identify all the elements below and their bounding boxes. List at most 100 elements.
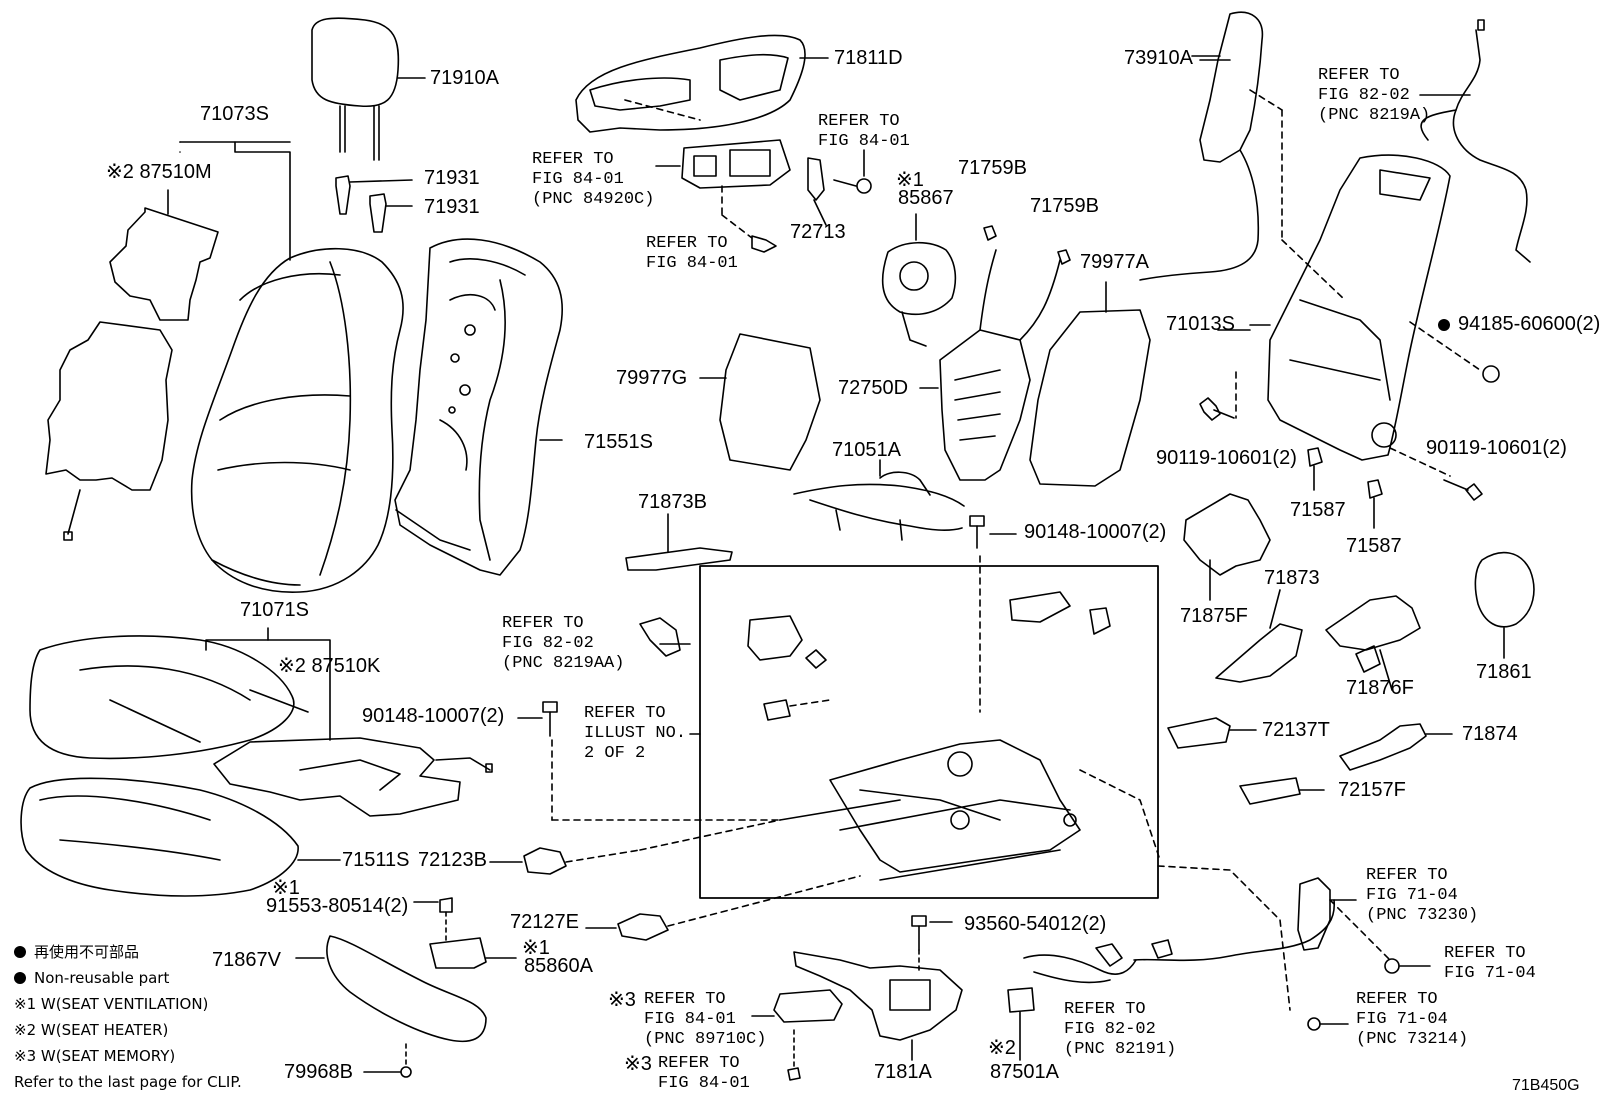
non-reusable-dot-icon — [1438, 319, 1450, 331]
clip-71587-drawing — [1307, 447, 1383, 529]
part-label-79977g: 79977G — [616, 367, 688, 389]
cover-72157f-drawing — [1239, 777, 1325, 805]
part-label-87501a-mark: ※2 — [988, 1037, 1016, 1059]
part-label-90119-b: 90119-10601(2) — [1426, 437, 1567, 459]
refer-note-8219aa: REFER TO FIG 82-02 (PNC 8219AA) — [502, 614, 625, 673]
seat-pad-79977g-drawing — [699, 333, 821, 471]
cover-72127e-drawing — [585, 875, 861, 941]
refer-note-illust-2-of-2: REFER TO ILLUST NO. 2 OF 2 — [584, 704, 687, 763]
bolster-pad-drawing — [1139, 11, 1283, 281]
part-label-71931-a: 71931 — [424, 167, 480, 189]
part-label-71759b-1: 71759B — [958, 157, 1027, 179]
part-label-71511s: 71511S — [342, 849, 410, 871]
part-label-71867v: 71867V — [212, 949, 281, 971]
wire-harness-71051a-drawing — [793, 459, 965, 541]
non-reusable-dot-icon — [14, 972, 26, 984]
adjuster-switch-drawing — [655, 139, 791, 253]
seat-track-assembly-drawing — [747, 591, 1111, 881]
heater-pad-seat-drawing — [213, 737, 493, 817]
seatback-cover-drawing — [190, 247, 404, 593]
legend-line-clip-note: Refer to the last page for CLIP. — [14, 1073, 242, 1091]
bracket-72713-drawing — [807, 149, 872, 226]
part-label-85867: 85867 — [898, 187, 954, 209]
part-label-90148-b: 90148-10007(2) — [362, 705, 505, 727]
ventilation-duct-drawing — [919, 249, 1061, 481]
part-label-71910a: 71910A — [430, 67, 499, 89]
recliner-knob-drawing — [1474, 551, 1535, 659]
part-label-72137t: 72137T — [1262, 719, 1330, 741]
part-label-72157f: 72157F — [1338, 779, 1406, 801]
part-label-71876f: 71876F — [1346, 677, 1414, 699]
part-label-79968b: 79968B — [284, 1061, 353, 1083]
part-label-71874: 71874 — [1462, 723, 1518, 745]
heater-pad-back-drawing — [45, 189, 219, 541]
refer-note-84-01-c-mark: ※3 — [624, 1053, 652, 1075]
bolt-93560-drawing — [911, 915, 953, 971]
cover-71873b-drawing — [625, 513, 733, 571]
wire-harness-top-drawing — [1420, 19, 1531, 263]
power-seat-motor-drawing — [793, 951, 963, 1061]
headrest-guide-drawing — [335, 175, 413, 233]
part-label-71587-b: 71587 — [1346, 535, 1402, 557]
legend-line-non-reusable: Non-reusable part — [14, 970, 169, 986]
seat-pad-79977a-drawing — [1029, 281, 1151, 487]
part-label-71071s: 71071S — [240, 599, 309, 621]
part-label-90148-a: 90148-10007(2) — [1024, 521, 1167, 543]
ventilation-fan-drawing — [881, 213, 1071, 347]
cushion-cover-drawing — [29, 627, 331, 760]
connector-8219aa-drawing — [639, 617, 681, 657]
part-label-71875f: 71875F — [1180, 605, 1248, 627]
part-label-90119-a: 90119-10601(2) — [1156, 447, 1297, 469]
part-label-71873b: 71873B — [638, 491, 707, 513]
part-label-71051a: 71051A — [832, 439, 901, 461]
trim-bracket-drawing — [1183, 493, 1421, 691]
refer-note-8219a: REFER TO FIG 82-02 (PNC 8219A) — [1318, 66, 1431, 125]
part-label-71861: 71861 — [1476, 661, 1532, 683]
legend-line-seat-ventilation: ※1 W(SEAT VENTILATION) — [14, 995, 209, 1013]
legend-line-jp: 再使用不可部品 — [14, 944, 139, 960]
part-label-72713: 72713 — [790, 221, 846, 243]
refer-note-71-04: REFER TO FIG 71-04 — [1444, 944, 1536, 983]
part-label-71759b-2: 71759B — [1030, 195, 1099, 217]
part-label-94185-text: 94185-60600(2) — [1458, 313, 1600, 335]
heater-switch-87501a-drawing — [1007, 987, 1035, 1061]
refer-note-73214: REFER TO FIG 71-04 (PNC 73214) — [1356, 990, 1469, 1049]
bolt-90119-drawing — [1199, 371, 1483, 501]
part-label-91553: 91553-80514(2) — [266, 895, 409, 917]
diagram-code: 71B450G — [1512, 1077, 1580, 1094]
legend-line-seat-heater: ※2 W(SEAT HEATER) — [14, 1021, 169, 1039]
side-panel-drawing — [575, 34, 829, 133]
part-label-87510m: ※2 87510M — [106, 161, 212, 183]
refer-note-89710c-mark: ※3 — [608, 989, 636, 1011]
seatback-frame-drawing — [1249, 154, 1481, 461]
part-label-93560: 93560-54012(2) — [964, 913, 1107, 935]
legend-text-non-reusable: Non-reusable part — [34, 969, 170, 987]
seatback-pad-drawing — [394, 238, 563, 576]
legend-text-jp: 再使用不可部品 — [34, 943, 140, 961]
part-label-71873: 71873 — [1264, 567, 1320, 589]
refer-note-84920c: REFER TO FIG 84-01 (PNC 84920C) — [532, 150, 655, 209]
wire-harness-82191-drawing — [1023, 899, 1335, 984]
part-label-79977a: 79977A — [1080, 251, 1149, 273]
part-label-71931-b: 71931 — [424, 196, 480, 218]
non-reusable-dot-icon — [14, 946, 26, 958]
part-label-91553-mark: ※1 — [272, 877, 300, 899]
part-label-72123b: 72123B — [418, 849, 487, 871]
part-label-94185: 94185-60600(2) — [1438, 314, 1600, 334]
part-label-85860a-mark: ※1 — [522, 937, 550, 959]
cover-72123b-drawing — [489, 819, 781, 875]
part-label-73910a: 73910A — [1124, 47, 1193, 69]
part-label-71551s: 71551S — [584, 431, 653, 453]
lumbar-switch-drawing — [1297, 877, 1431, 1031]
part-label-72750d: 72750D — [838, 377, 909, 399]
side-cover-71867v-drawing — [295, 935, 487, 1078]
refer-note-84-01-b: REFER TO FIG 84-01 — [646, 234, 738, 273]
bolt-90148-drawing — [517, 515, 1017, 821]
cushion-pad-drawing — [20, 777, 341, 897]
part-label-85860a: 85860A — [524, 955, 593, 977]
refer-note-84-01-c: REFER TO FIG 84-01 — [658, 1054, 750, 1093]
part-label-87501a: 87501A — [990, 1061, 1059, 1083]
legend-line-seat-memory: ※3 W(SEAT MEMORY) — [14, 1047, 176, 1065]
switch-85860a-drawing — [413, 897, 517, 969]
